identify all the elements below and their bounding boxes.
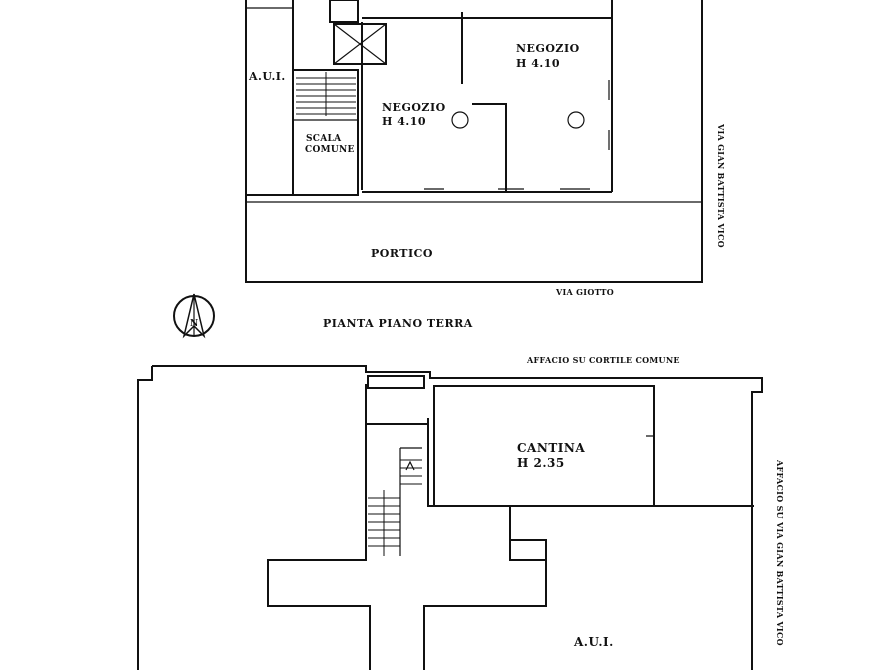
ground-floor-plan: [245, 0, 703, 283]
corridor-walls-2: [510, 505, 660, 507]
ground-floor-title: PIANTA PIANO TERRA: [323, 317, 473, 330]
street-bottom-label: VIA GIOTTO: [556, 287, 615, 297]
lift-cross: [333, 23, 387, 65]
aui-area-wall: [246, 0, 294, 196]
cellar-height: H 2.35: [517, 456, 565, 470]
shop-small-name: NEGOZIO: [382, 101, 446, 114]
street-right-label: VIA GIAN BATTISTA VICO: [716, 124, 726, 248]
portico-label: PORTICO: [371, 247, 433, 260]
stair-turn: [399, 447, 422, 556]
stair-treads: [296, 72, 356, 116]
shop-small-height: H 4.10: [382, 115, 427, 128]
basement-stair-treads: [368, 459, 422, 556]
basement-aui-label: A.U.I.: [574, 635, 614, 649]
cellar-name: CANTINA: [517, 441, 586, 455]
lift-shaft: [333, 23, 387, 65]
stairs-label-line1: SCALA: [306, 134, 342, 144]
shop-large-height: H 4.10: [516, 57, 561, 70]
basement-outline: [137, 365, 763, 670]
ground-floor-outline: [245, 0, 703, 283]
cellar-door: [646, 435, 655, 444]
corridor-walls: [267, 384, 547, 670]
shop-partition: [472, 103, 507, 192]
shop-large-name: NEGOZIO: [516, 42, 580, 55]
window-marks: [424, 80, 610, 190]
basement-window: [367, 375, 425, 389]
column: [451, 111, 469, 129]
basement-view-right-label: AFFACIO SU VIA GIAN BATTISTA VICO: [775, 460, 785, 646]
lower-step: [510, 539, 547, 560]
ground-aui-label: A.U.I.: [249, 70, 286, 83]
basement-plan: [137, 365, 763, 670]
compass-letter: N: [190, 319, 199, 329]
column: [567, 111, 585, 129]
stair-well: [293, 69, 359, 196]
stairs-label-line2: COMUNE: [305, 145, 355, 155]
shop-top-wall: [362, 0, 613, 19]
north-compass: [173, 293, 215, 339]
lift-top: [329, 0, 359, 23]
basement-view-top-label: AFFACIO SU CORTILE COMUNE: [527, 355, 680, 365]
